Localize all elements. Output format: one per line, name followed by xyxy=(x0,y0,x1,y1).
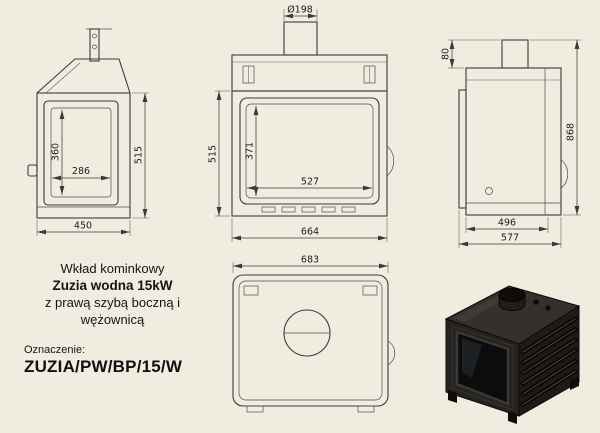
product-render-3d xyxy=(444,285,581,424)
vent-slot xyxy=(281,206,296,213)
dim-total-height: 868 xyxy=(566,123,577,141)
water-pipe-stub xyxy=(532,298,540,306)
dim-glass-height: 371 xyxy=(245,142,256,160)
glass-pane xyxy=(245,103,374,199)
description-line3: z prawą szybą boczną i xyxy=(44,295,181,310)
dim-glass-width: 527 xyxy=(301,177,319,188)
flue-collar xyxy=(501,39,529,69)
hood-seam xyxy=(45,62,81,94)
stove-leg xyxy=(508,411,517,424)
dim-width: 664 xyxy=(301,227,319,238)
dim-depth-inner: 496 xyxy=(498,218,516,229)
stove-leg xyxy=(570,376,579,390)
product-name: Zuzia wodna 15kW xyxy=(52,278,173,293)
chimney-opening xyxy=(498,288,526,302)
drain-plug xyxy=(485,187,493,195)
designation-label: Oznaczenie: xyxy=(24,344,86,356)
door-frame xyxy=(43,100,119,206)
glass-pane xyxy=(50,107,112,198)
heat-coil-highlight xyxy=(522,318,576,406)
view-front-left: 360 286 450 515 xyxy=(27,28,149,236)
door-frame-3d xyxy=(451,325,514,411)
foot-tab xyxy=(357,405,375,413)
top-inner-line xyxy=(238,280,383,401)
clamp-plate xyxy=(243,285,259,296)
dim-inner-height: 360 xyxy=(51,143,62,161)
dim-height: 515 xyxy=(134,146,145,164)
bracket-hole xyxy=(92,33,97,39)
handle-curve xyxy=(560,159,569,189)
dim-flue-diameter: Ø198 xyxy=(287,5,313,16)
description-line4: wężownicą xyxy=(80,312,145,327)
bracket-hole xyxy=(92,44,97,50)
description-line1: Wkład kominkowy xyxy=(60,261,165,276)
designation-code: ZUZIA/PW/BP/15/W xyxy=(24,357,183,376)
dim-top-width: 683 xyxy=(301,255,319,266)
dim-depth-total: 577 xyxy=(501,233,519,244)
dim-inner-width: 286 xyxy=(72,166,90,177)
hood-outline xyxy=(36,58,131,94)
clamp-plate xyxy=(362,285,378,296)
vent-slot xyxy=(321,206,336,213)
foot-tab xyxy=(246,405,264,413)
stove-leg xyxy=(448,390,457,403)
door-frame xyxy=(239,97,380,205)
vent-slot xyxy=(301,206,316,213)
body-outline xyxy=(465,67,562,216)
view-side: 80 868 496 577 xyxy=(441,39,581,248)
vent-slot xyxy=(261,206,276,213)
body-outline xyxy=(231,90,388,217)
water-pipe-stub xyxy=(544,304,552,312)
view-front: Ø198 371 527 515 664 xyxy=(208,5,395,242)
vent-slot xyxy=(341,206,356,213)
dim-width: 450 xyxy=(74,221,92,232)
mounting-bracket xyxy=(89,28,100,62)
door-edge xyxy=(458,89,467,209)
door-handle xyxy=(27,164,38,177)
handle-curve xyxy=(387,340,396,366)
side-handle-curve xyxy=(386,145,395,177)
view-top: 683 xyxy=(232,255,396,413)
body-outline xyxy=(36,92,131,219)
product-description: Wkład kominkowy Zuzia wodna 15kW z prawą… xyxy=(15,260,210,328)
glass-reflection xyxy=(462,338,482,378)
flue-collar xyxy=(283,21,318,56)
dim-collar-height: 80 xyxy=(441,48,452,60)
dim-height: 515 xyxy=(208,145,219,163)
top-outline xyxy=(232,274,389,407)
